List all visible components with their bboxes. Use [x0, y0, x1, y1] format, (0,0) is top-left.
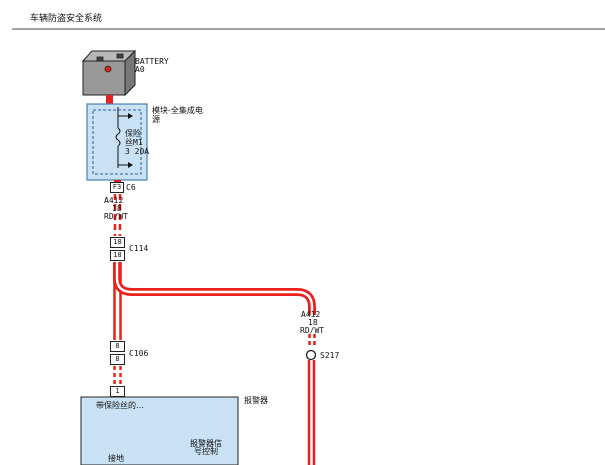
wire-right-to-s217: [308, 334, 316, 348]
battery-terminal-lead: [106, 95, 113, 105]
battery-label: BATTERY: [135, 57, 169, 66]
alarm-pin: 1: [110, 386, 125, 397]
connector-c106-name: C106: [129, 349, 149, 358]
alarm-box: [80, 396, 239, 465]
fuse-icon: [115, 107, 133, 168]
battery-icon: [81, 49, 137, 97]
connector-c106-pin-top: 8: [110, 341, 125, 352]
connector-c114-pin-bottom: 18: [110, 250, 125, 261]
fuse-name: 保险: [125, 129, 141, 138]
connector-c114-name: C114: [129, 244, 149, 253]
fuse-name-cont: 丝M1: [125, 138, 143, 147]
connector-c114-pin-top: 18: [110, 237, 125, 248]
wire-right-gauge: 18: [308, 318, 318, 327]
alarm-signal-label: 报警器信: [190, 439, 222, 448]
page-title: 车辆防盗安全系统: [30, 14, 103, 24]
alarm-fuse-label: 带保险丝的…: [96, 401, 144, 410]
fuse-rating: 3 20A: [125, 147, 150, 156]
alarm-name: 报警器: [244, 396, 268, 405]
wire-upper-color: RD/WT: [104, 212, 129, 221]
splice-s217-label: S217: [320, 351, 340, 360]
power-module-dashed-inner: [92, 109, 142, 175]
alarm-signal-label-cont: 号控制: [194, 447, 218, 456]
alarm-ground-label: 接地: [108, 454, 124, 463]
wire-s217-down: [307, 360, 316, 465]
battery-id: A0: [135, 65, 145, 74]
wire-c6-to-c114: [113, 194, 122, 236]
power-module-name-cont: 源: [152, 115, 160, 124]
wire-right-circuit: A412: [301, 310, 321, 319]
wire-upper-circuit: A412: [104, 196, 124, 205]
connector-c6-pin: F3: [110, 182, 124, 193]
connector-c6-name: C6: [126, 183, 136, 192]
wire-upper-gauge: 18: [112, 204, 122, 213]
power-module-name: 模块-全集成电: [152, 106, 203, 115]
wire-c106-to-alarm: [113, 366, 122, 386]
wire-right-color: RD/WT: [300, 326, 325, 335]
splice-s217-node: [305, 349, 317, 361]
connector-c106-pin-bottom: 8: [110, 354, 125, 365]
wire-branch-to-s217: [113, 262, 316, 315]
